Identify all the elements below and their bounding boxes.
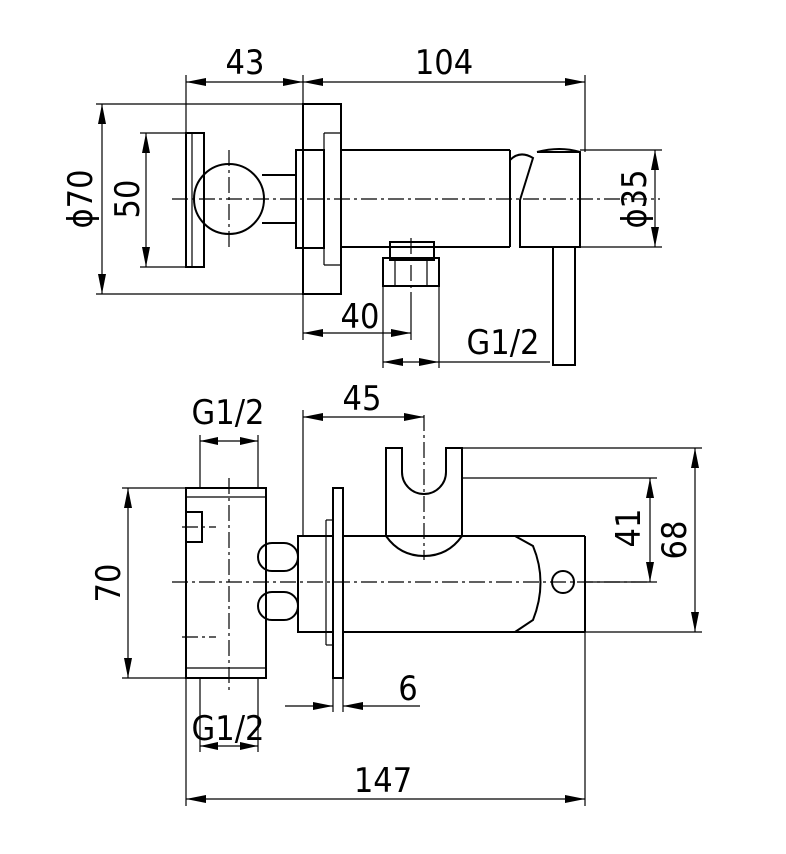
dim-phi35-arrow-bottom (651, 227, 659, 247)
dim-6-arrow-left (313, 702, 333, 710)
dim-g12-bottom-arrow-left (200, 742, 218, 750)
dim-6-label: 6 (398, 669, 417, 709)
front-lever-wedge (514, 535, 542, 633)
dim-g12-top-arrow-right (240, 437, 258, 445)
dim-phi70-arrow-top (98, 104, 106, 124)
dim-68-arrow-top (691, 448, 699, 468)
dim-70-arrow-top (124, 488, 132, 508)
dim-147-arrow-left (186, 795, 206, 803)
dim-g12-front-top-label: G1/2 (192, 393, 265, 433)
dim-g12-arrow-left (383, 358, 403, 366)
front-flange-ring (297, 535, 334, 633)
dim-g12-top-label: G1/2 (467, 323, 540, 363)
dim-68-label: 68 (655, 521, 695, 560)
dim-43-arrow-left (186, 78, 206, 86)
dim-45-arrow-left (303, 413, 323, 421)
dim-50-label: 50 (108, 180, 148, 219)
dim-phi35-label: ϕ35 (615, 169, 655, 228)
front-flange-plate (332, 487, 344, 679)
top-lever-handle (552, 246, 576, 366)
dim-50-arrow-top (142, 133, 150, 153)
dim-41-arrow-bottom (646, 562, 654, 582)
dim-50-arrow-bottom (142, 247, 150, 267)
dim-104-label: 104 (415, 43, 473, 83)
dim-phi35-arrow-top (651, 150, 659, 170)
front-wall-block (185, 487, 267, 679)
dim-70-label: 70 (89, 564, 129, 603)
dim-40-arrow-right (391, 329, 411, 337)
front-stub-upper (257, 542, 299, 572)
dim-phi70-label: ϕ70 (61, 169, 101, 228)
dim-6-arrow-right (343, 702, 363, 710)
dim-43-label: 43 (226, 43, 265, 83)
front-view: G1/2 45 41 68 70 6 (89, 379, 702, 806)
dim-phi70-arrow-bottom (98, 274, 106, 294)
dim-45-label: 45 (343, 379, 382, 419)
dim-43-arrow-right (283, 78, 303, 86)
dim-41-arrow-top (646, 478, 654, 498)
front-holder (385, 447, 463, 558)
dim-g12-top-arrow-left (200, 437, 218, 445)
dim-104-arrow-left (303, 78, 323, 86)
dim-68-arrow-bottom (691, 612, 699, 632)
dim-104-arrow-right (565, 78, 585, 86)
dim-70-arrow-bottom (124, 658, 132, 678)
dim-g12-front-bottom-label: G1/2 (192, 709, 265, 749)
dim-147-label: 147 (354, 761, 412, 801)
dim-40-arrow-left (303, 329, 323, 337)
top-view: 43 104 ϕ70 50 ϕ35 40 (61, 43, 662, 368)
top-outlet-base (389, 241, 435, 261)
top-wall-block (185, 132, 205, 268)
dim-g12-bottom-arrow-right (240, 742, 258, 750)
dim-40-label: 40 (341, 297, 380, 337)
top-lever-head (509, 148, 581, 248)
dim-g12-arrow-right (419, 358, 439, 366)
dim-41-label: 41 (609, 509, 649, 548)
dim-45-arrow-right (404, 413, 424, 421)
dim-147-arrow-right (565, 795, 585, 803)
front-stub-lower (257, 591, 299, 621)
